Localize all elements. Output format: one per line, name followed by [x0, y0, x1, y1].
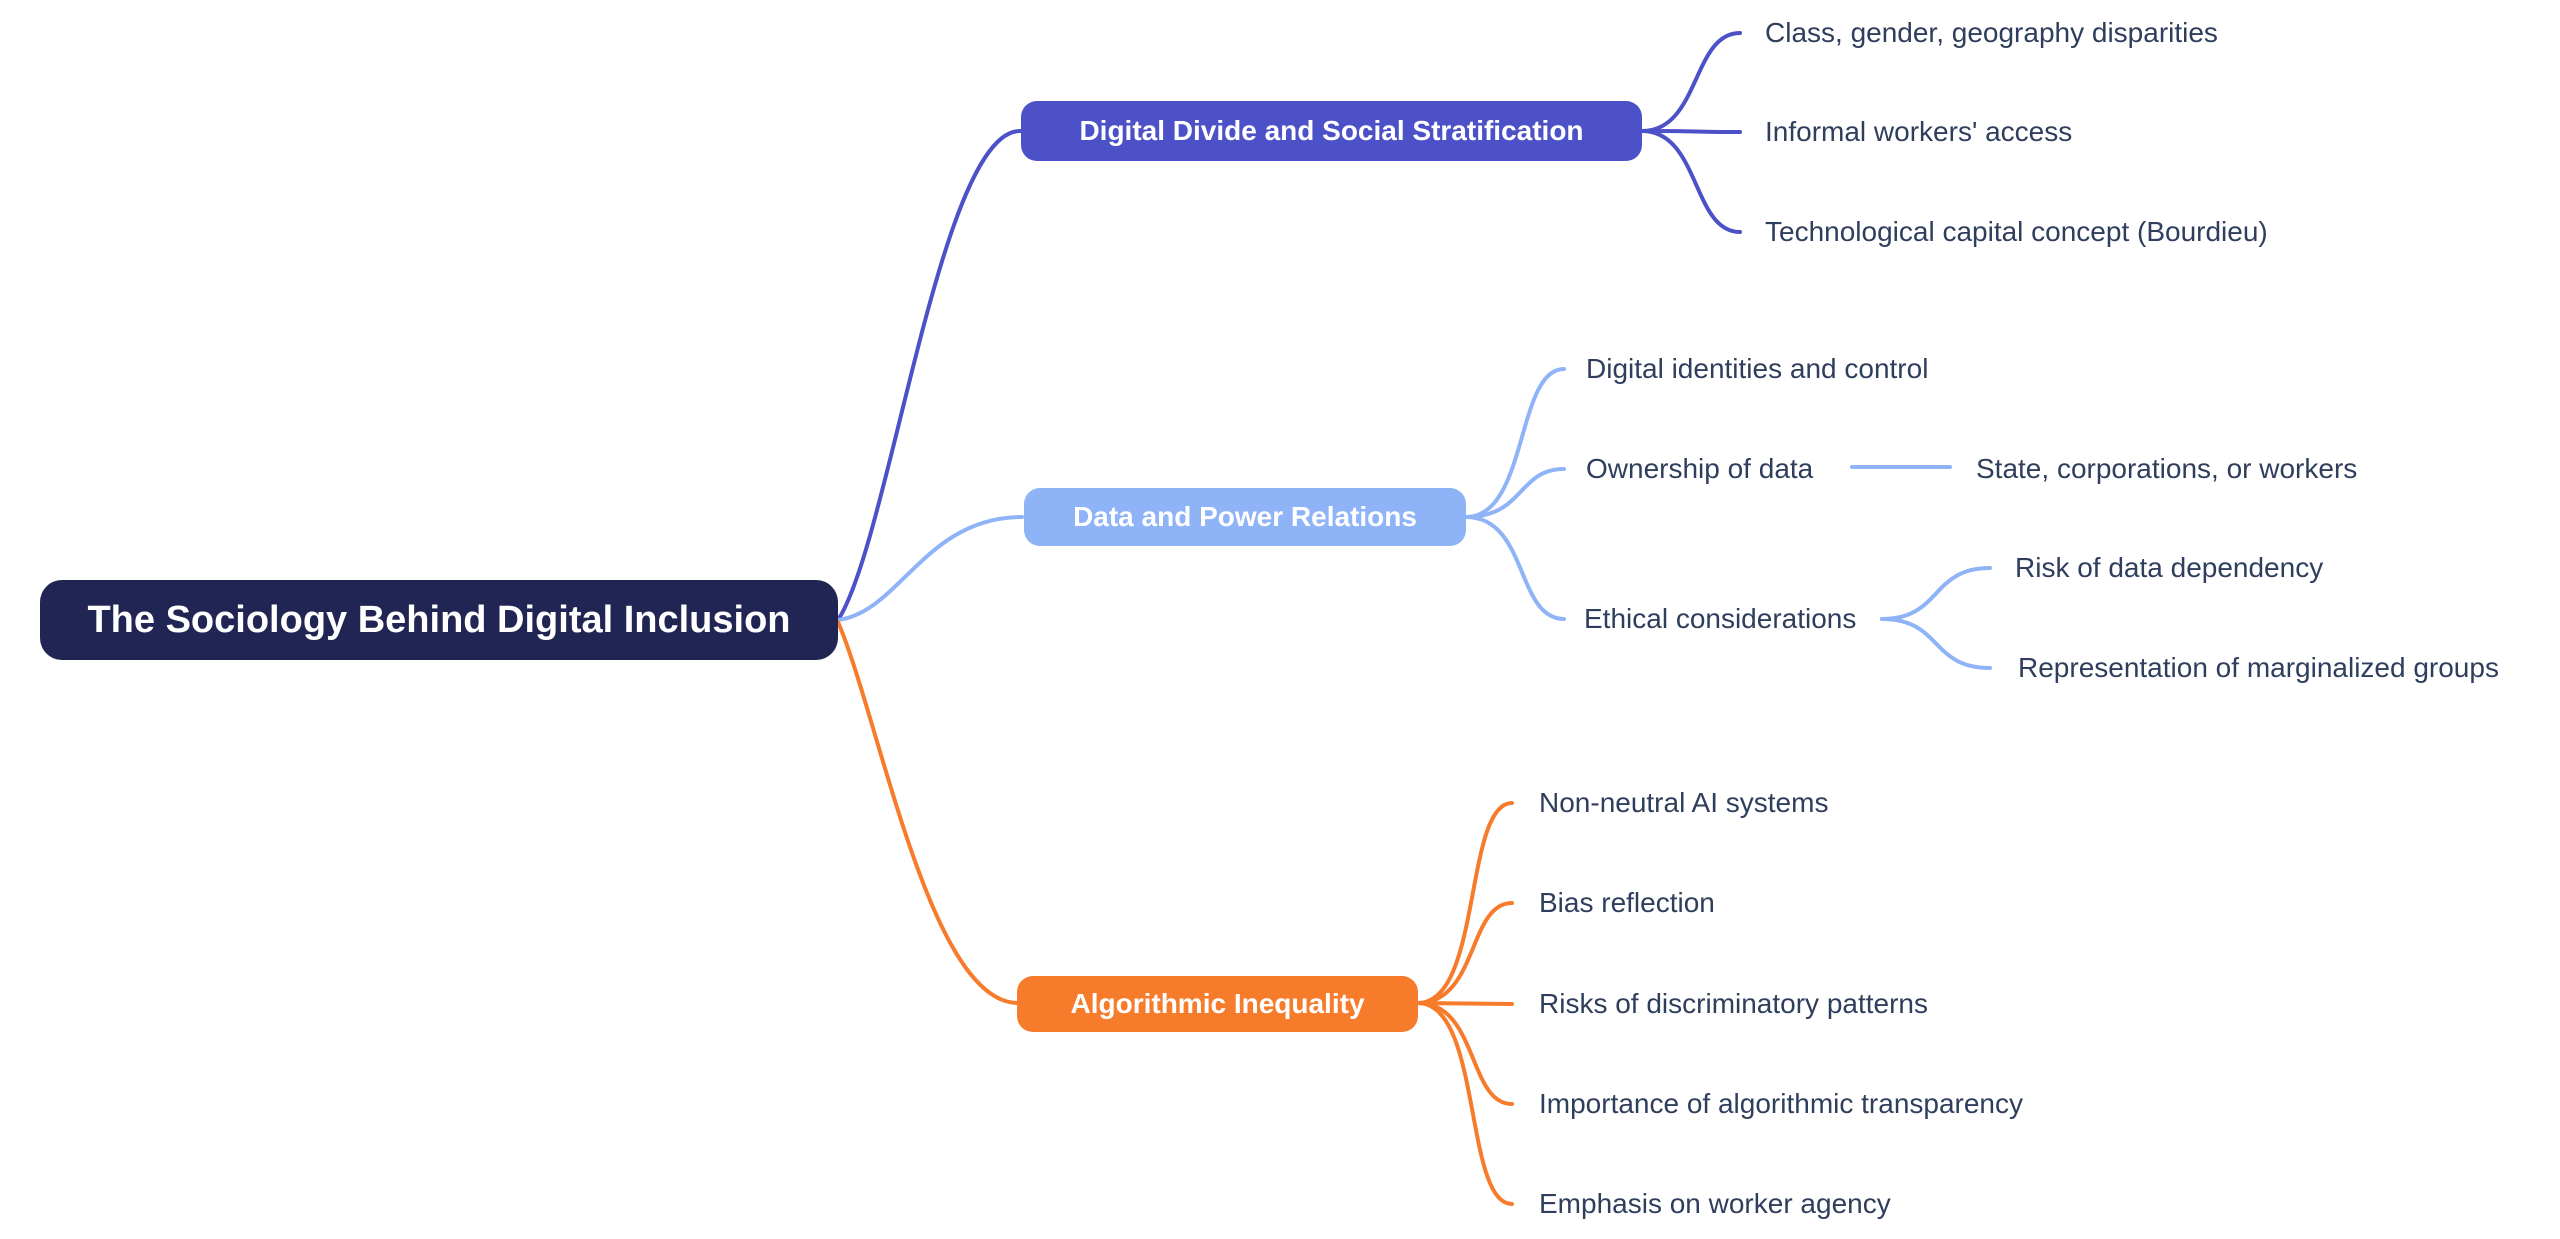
connector-branch3-child2 [1416, 901, 1514, 1005]
connector-branch2-child2 [1464, 467, 1566, 519]
root-node[interactable]: The Sociology Behind Digital Inclusion [40, 580, 838, 660]
leaf-ownership-of-data[interactable]: Ownership of data [1586, 453, 1814, 485]
leaf-algorithmic-transparency[interactable]: Importance of algorithmic transparency [1539, 1088, 2023, 1120]
connector-ethical-grandchild1 [1880, 566, 1992, 621]
leaf-digital-identities[interactable]: Digital identities and control [1586, 353, 1929, 385]
leaf-state-corporations-workers[interactable]: State, corporations, or workers [1976, 453, 2358, 485]
connector-root-branch2 [836, 515, 1024, 622]
branch-node-algorithmic-inequality[interactable]: Algorithmic Inequality [1017, 976, 1418, 1032]
connector-branch3-child1 [1416, 801, 1514, 1005]
connector-branch3-child5 [1416, 1001, 1514, 1206]
leaf-non-neutral-ai[interactable]: Non-neutral AI systems [1539, 787, 1829, 819]
leaf-informal-workers-access[interactable]: Informal workers' access [1765, 116, 2073, 148]
leaf-discriminatory-patterns[interactable]: Risks of discriminatory patterns [1539, 988, 1929, 1020]
leaf-worker-agency[interactable]: Emphasis on worker agency [1539, 1188, 1891, 1220]
connector-branch1-leaf2 [1640, 129, 1742, 134]
leaf-technological-capital[interactable]: Technological capital concept (Bourdieu) [1765, 216, 2268, 248]
branch-node-digital-divide[interactable]: Digital Divide and Social Stratification [1021, 101, 1642, 161]
connector-ethical-grandchild2 [1880, 617, 1992, 670]
connector-branch1-leaf3 [1640, 129, 1742, 234]
branch-node-data-power[interactable]: Data and Power Relations [1024, 488, 1466, 546]
connector-branch2-child1 [1464, 367, 1566, 519]
connector-branch3-child4 [1416, 1001, 1514, 1106]
leaf-risk-data-dependency[interactable]: Risk of data dependency [2015, 552, 2324, 584]
leaf-ethical-considerations[interactable]: Ethical considerations [1584, 603, 1857, 635]
leaf-representation-marginalized[interactable]: Representation of marginalized groups [2018, 652, 2499, 684]
connector-root-branch1 [836, 129, 1022, 622]
leaf-class-gender-geography[interactable]: Class, gender, geography disparities [1765, 17, 2218, 49]
connector-branch1-leaf1 [1640, 31, 1742, 133]
connector-branch3-child3 [1416, 1001, 1514, 1006]
connector-branch2-child3 [1464, 515, 1566, 621]
leaf-bias-reflection[interactable]: Bias reflection [1539, 887, 1715, 919]
connector-root-branch3 [836, 620, 1020, 1005]
